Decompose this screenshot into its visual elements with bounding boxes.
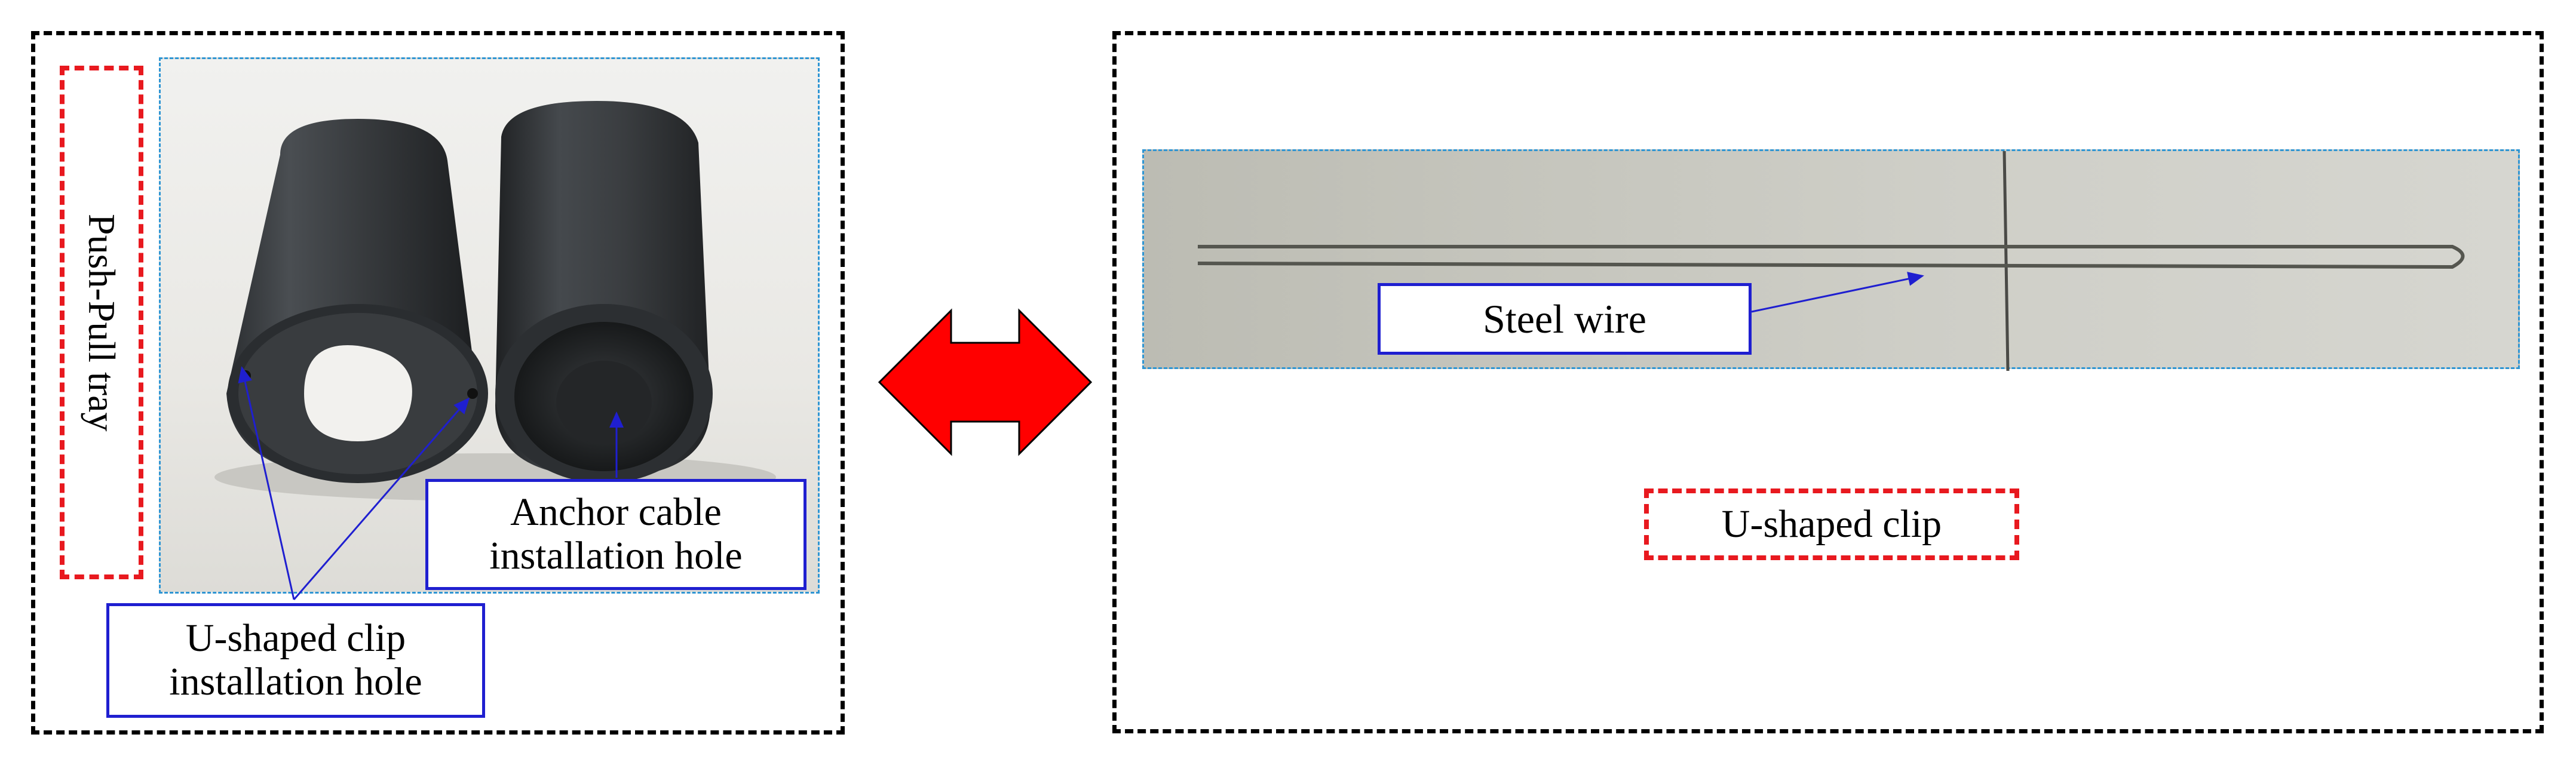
steel-wire-label: Steel wire: [1378, 283, 1752, 355]
wire-photo: [1142, 149, 2520, 371]
double-arrow-icon: [878, 308, 1093, 456]
clip-hole-label-line-2: installation hole: [169, 660, 422, 703]
tray-illustration: [214, 101, 776, 501]
push-pull-tray-text: Push-Pull tray: [81, 213, 123, 432]
wire-illustration: [1197, 151, 2465, 371]
anchor-label-line-1: Anchor cable: [510, 490, 722, 534]
u-shaped-clip-label: U-shaped clip: [1644, 488, 2019, 560]
clip-hole-pointer-1: [238, 366, 295, 600]
left-panel-frame: [31, 31, 845, 735]
steel-wire-pointer: [1751, 272, 1924, 313]
right-panel-frame: [1112, 31, 2544, 733]
push-pull-tray-label: Push-Pull tray: [60, 66, 143, 579]
anchor-label-line-2: installation hole: [489, 534, 743, 577]
anchor-cable-hole-label: Anchor cable installation hole: [425, 479, 806, 590]
clip-hole-label-line-1: U-shaped clip: [185, 616, 406, 660]
clip-install-hole-label: U-shaped clip installation hole: [106, 603, 485, 718]
u-shaped-clip-text: U-shaped clip: [1721, 502, 1942, 546]
steel-wire-text: Steel wire: [1483, 296, 1646, 342]
clip-hole-pointer-2: [293, 397, 470, 600]
